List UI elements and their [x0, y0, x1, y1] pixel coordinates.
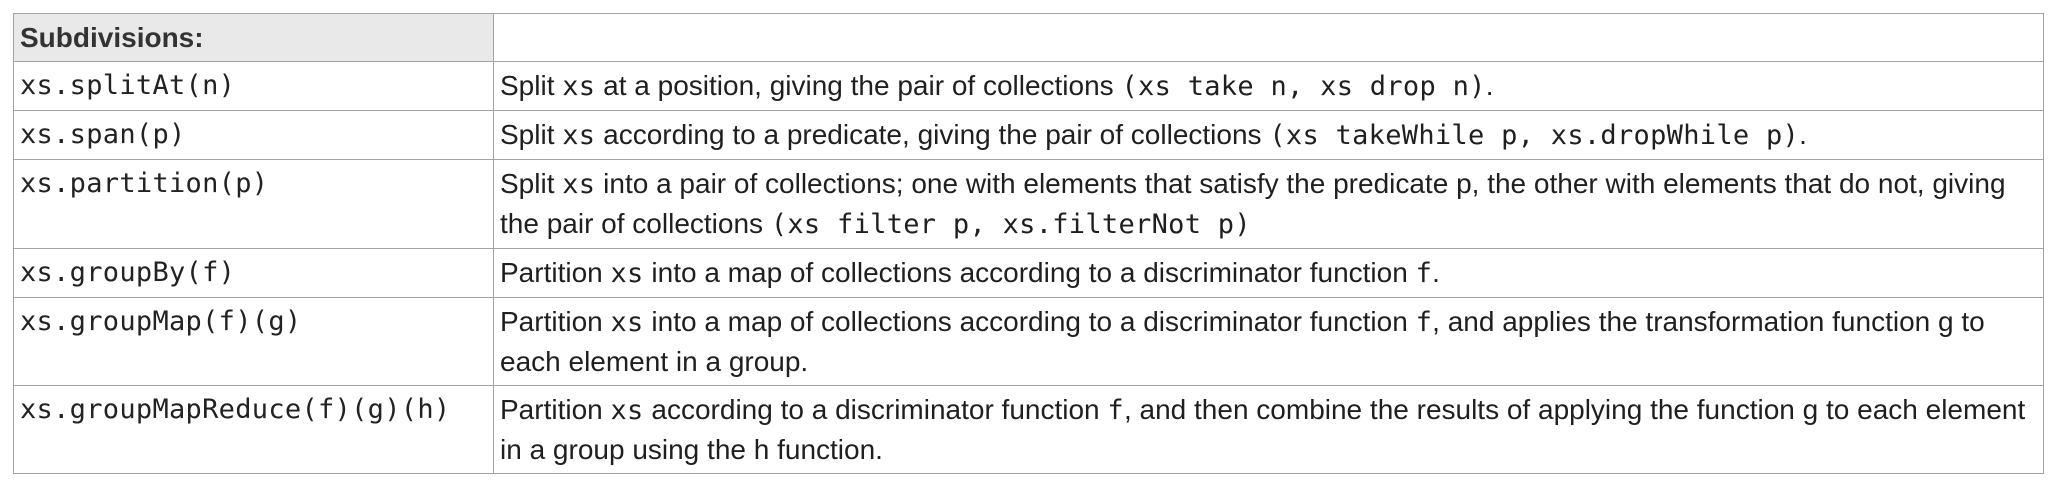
description-text: to each element in a group using the: [500, 394, 2026, 465]
description-text: .: [1432, 257, 1440, 288]
description-text: .: [1799, 119, 1807, 150]
inline-code: xs: [562, 120, 596, 151]
method-signature: xs.partition(p): [13, 159, 494, 249]
description-text: g: [1938, 306, 1954, 337]
table-row: xs.groupMapReduce(f)(g)(h)Partition xs a…: [13, 385, 2044, 474]
inline-code: xs: [610, 395, 644, 426]
description-text: into a pair of collections; one with ele…: [595, 168, 1457, 199]
method-description: Partition xs into a map of collections a…: [493, 297, 2044, 386]
method-description: Split xs at a position, giving the pair …: [493, 61, 2044, 111]
description-text: Split: [500, 119, 563, 150]
inline-code: xs: [610, 258, 644, 289]
table-row: xs.splitAt(n)Split xs at a position, giv…: [13, 61, 2044, 111]
description-text: h: [753, 434, 770, 465]
table-header-empty-cell: [493, 13, 2044, 62]
description-text: Partition: [500, 257, 611, 288]
inline-code: f: [1107, 395, 1124, 426]
method-description: Split xs into a pair of collections; one…: [493, 159, 2044, 249]
subdivisions-table: Subdivisions: xs.splitAt(n)Split xs at a…: [13, 13, 2044, 474]
description-text: Partition: [500, 306, 611, 337]
method-signature: xs.groupMap(f)(g): [13, 297, 494, 386]
description-text: function.: [769, 434, 883, 465]
table-row: xs.partition(p)Split xs into a pair of c…: [13, 159, 2044, 249]
description-text: at a position, giving the pair of collec…: [595, 70, 1122, 101]
inline-code: (xs filter p, xs.filterNot p): [770, 209, 1251, 240]
method-signature: xs.groupBy(f): [13, 248, 494, 298]
table-row: xs.span(p)Split xs according to a predic…: [13, 110, 2044, 160]
inline-code: (xs take n, xs drop n): [1121, 71, 1486, 102]
description-text: , and applies the transformation functio…: [1432, 306, 1938, 337]
inline-code: xs: [610, 307, 644, 338]
method-signature: xs.splitAt(n): [13, 61, 494, 111]
method-description: Split xs according to a predicate, givin…: [493, 110, 2044, 160]
method-signature: xs.groupMapReduce(f)(g)(h): [13, 385, 494, 474]
inline-code: f: [1415, 307, 1433, 338]
inline-code: xs: [562, 169, 596, 200]
table-row: xs.groupMap(f)(g)Partition xs into a map…: [13, 297, 2044, 386]
description-text: to each element in a group.: [500, 306, 1985, 377]
table-header-title: Subdivisions:: [13, 13, 494, 62]
description-text: Partition: [500, 394, 611, 425]
subdivisions-table-container: Subdivisions: xs.splitAt(n)Split xs at a…: [13, 13, 2044, 474]
description-text: p: [1456, 168, 1472, 199]
description-text: , the other with elements that do not, g…: [500, 168, 2006, 239]
description-text: according to a discriminator function: [643, 394, 1108, 425]
method-description: Partition xs into a map of collections a…: [493, 248, 2044, 298]
inline-code: xs: [562, 71, 596, 102]
inline-code: f: [1415, 258, 1433, 289]
description-text: , and then combine the results of applyi…: [1123, 394, 1803, 425]
description-text: into a map of collections according to a…: [643, 257, 1416, 288]
method-signature: xs.span(p): [13, 110, 494, 160]
inline-code: (xs takeWhile p, xs.dropWhile p): [1269, 120, 1800, 151]
description-text: into a map of collections according to a…: [643, 306, 1416, 337]
description-text: g: [1802, 394, 1819, 425]
method-description: Partition xs according to a discriminato…: [493, 385, 2044, 474]
description-text: .: [1485, 70, 1494, 101]
description-text: Split: [500, 168, 563, 199]
description-text: Split: [500, 70, 563, 101]
description-text: according to a predicate, giving the pai…: [595, 119, 1270, 150]
table-row: xs.groupBy(f)Partition xs into a map of …: [13, 248, 2044, 298]
table-header-row: Subdivisions:: [13, 13, 2044, 62]
